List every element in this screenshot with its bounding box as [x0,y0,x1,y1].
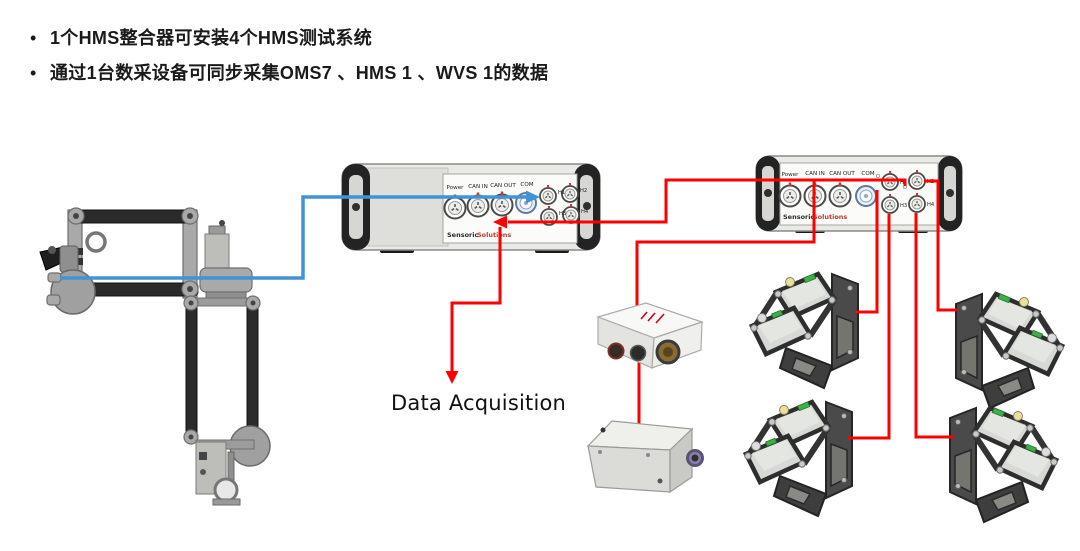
central-daq-side-face [367,167,449,247]
cable-h2-to-module2 [924,179,958,312]
bullet-dot: • [30,28,37,48]
arm-bottom-bar [79,282,199,297]
integrator-brand-word1: Sensoric [783,213,814,221]
cable-h3-to-module3 [848,214,891,440]
junction-box-logo [640,311,665,324]
bullet-text-1: 1个HMS整合器可安装4个HMS测试系统 [50,28,373,48]
hms-integrator-device: Power CAN IN CAN OUT COM H1 H2 H3 H4 Sen… [755,155,963,233]
central-port-label-com: COM [520,182,533,188]
central-h2-label: H2 [580,188,587,194]
central-brand-word2: Solutions [477,231,511,239]
laser-sensor [586,420,704,494]
bullet-text-2: 通过1台数采设备可同步采集OMS7 、HMS 1 、WVS 1的数据 [50,63,549,83]
arm-wheel-disc [50,269,96,315]
integrator-port-label-power: Power [782,172,800,178]
bullet-item: • 1个HMS整合器可安装4个HMS测试系统 [30,26,548,50]
central-daq-device: Power CAN IN CAN OUT COM H1 H2 H3 H4 Sen… [341,163,601,253]
junction-box [596,302,704,369]
bullet-dot: • [30,63,37,83]
arm-probe-assembly [195,439,255,506]
central-h4-label: H4 [581,209,589,215]
integrator-com-port [855,185,877,207]
red-arrowhead-into-daq [493,215,507,229]
bullet-item: • 通过1台数采设备可同步采集OMS7 、HMS 1 、WVS 1的数据 [30,61,548,85]
central-port-label-canin: CAN IN [468,184,488,190]
cable-arm-to-central-daq [60,195,526,280]
hms-sensor-module-4 [950,408,1057,522]
arm-encoder [199,220,253,301]
wheel-measurement-arm [39,207,271,506]
bullet-list: • 1个HMS整合器可安装4个HMS测试系统 • 通过1台数采设备可同步采集OM… [30,26,548,96]
arm-top-bar [69,209,197,224]
integrator-port-label-com: COM [861,171,874,177]
hms-sensor-module-2 [956,294,1063,408]
arm-lower-bar-right [246,304,259,436]
integrator-h3-label: H3 [900,203,907,209]
central-brand-word1: Sensoric [447,231,478,239]
central-h3-label: H3 [559,211,566,217]
blue-arrowhead [526,190,540,204]
cable-h1-to-module1 [855,190,879,314]
cable-daq-to-data-acquisition [450,227,502,371]
central-port-label-canout: CAN OUT [490,183,516,189]
cable-integrator-to-central-daq [508,178,907,224]
central-h1-label: H1 [558,190,565,196]
integrator-h4-label: H4 [927,202,935,208]
integrator-port-label-canin: CAN IN [805,171,825,177]
cable-h4-to-module4 [914,213,953,439]
data-acquisition-label: Data Acquisition [391,391,567,415]
hms-sensor-module-1 [751,274,858,388]
central-port-label-power: Power [447,185,465,191]
cable-canin-to-junction-box [635,181,816,314]
integrator-port-label-canout: CAN OUT [829,171,855,177]
red-arrowhead-data-acquisition [445,371,459,384]
arm-lower-bar-left [185,304,198,436]
hms-sensor-module-3 [745,402,852,516]
arm-clamp-handle [39,231,107,273]
integrator-brand-word2: Solutions [813,213,847,221]
